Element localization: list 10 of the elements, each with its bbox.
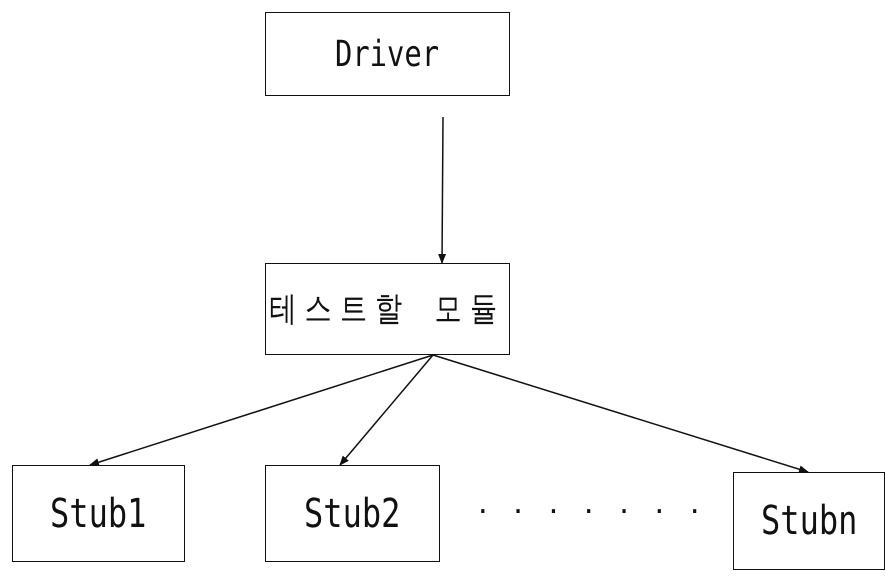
arrow (89, 354, 434, 466)
ellipsis-dots: . . . . . . . (475, 490, 704, 520)
driver-box: Driver (265, 12, 510, 96)
stub-box: Stub2 (265, 465, 440, 562)
arrow (432, 354, 809, 474)
arrow (438, 117, 446, 264)
arrow (339, 354, 434, 466)
module-box: 테스트할 모듈 (265, 263, 510, 355)
stub-box: Stub1 (12, 465, 185, 562)
stub-box: Stubn (733, 472, 885, 570)
